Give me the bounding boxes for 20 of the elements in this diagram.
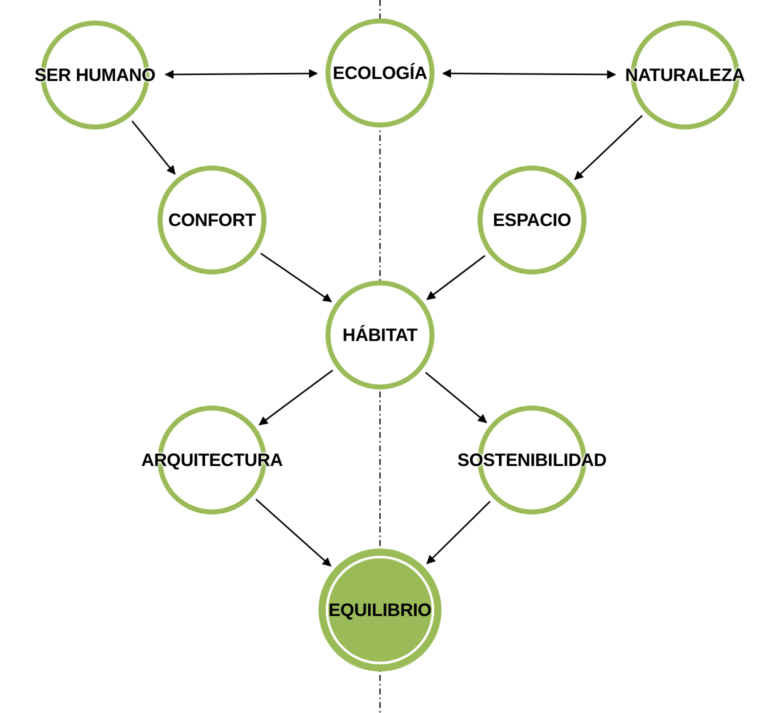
arrow bbox=[131, 120, 176, 175]
node-label: ECOLOGÍA bbox=[332, 62, 428, 84]
arrow bbox=[426, 255, 486, 300]
arrow bbox=[256, 498, 332, 567]
circle-node bbox=[477, 165, 587, 275]
arrow bbox=[164, 69, 318, 79]
arrow bbox=[574, 115, 643, 180]
arrow bbox=[442, 68, 616, 79]
circle-node bbox=[157, 165, 267, 275]
node-label: EQUILIBRIO bbox=[328, 600, 432, 620]
node-label: CONFORT bbox=[168, 210, 256, 230]
arrow bbox=[426, 500, 491, 564]
node-label: HÁBITAT bbox=[342, 324, 418, 346]
arrow bbox=[425, 372, 488, 424]
circle-node bbox=[318, 548, 442, 672]
arrow bbox=[260, 252, 332, 302]
circle-node bbox=[325, 280, 435, 390]
circle-node bbox=[325, 18, 435, 128]
node-label: ESPACIO bbox=[492, 210, 572, 230]
arrow bbox=[258, 370, 334, 426]
